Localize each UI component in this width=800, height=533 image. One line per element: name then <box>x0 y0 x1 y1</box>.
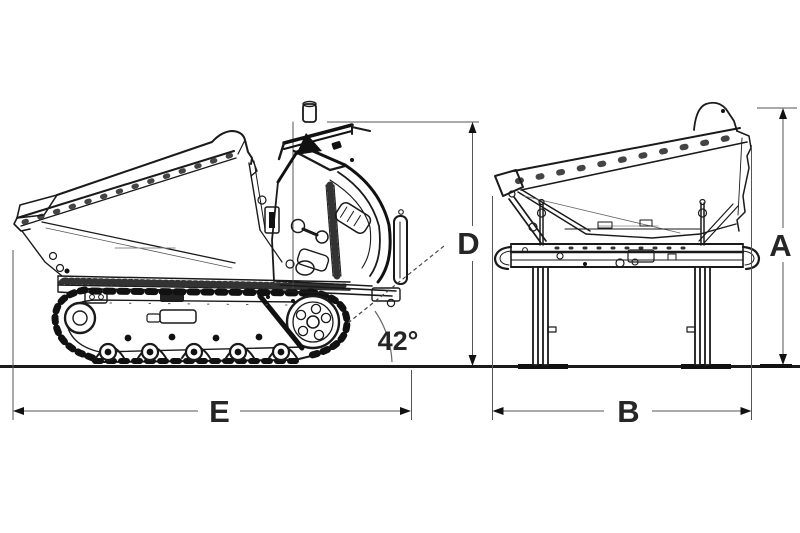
right-leg-base-plate <box>681 364 731 369</box>
dimension-b <box>492 145 752 420</box>
side-view-drawing <box>13 100 408 364</box>
dump-angle-label: 42° <box>378 326 419 356</box>
side-engine-controls <box>257 100 408 308</box>
dimension-d-label: D <box>457 226 479 261</box>
side-skip <box>13 130 283 277</box>
road-wheels <box>95 333 298 362</box>
left-hook <box>493 245 513 271</box>
arrowhead-up <box>468 122 477 133</box>
rear-support-legs <box>532 266 711 366</box>
dump-angle-dashed-line <box>347 245 445 324</box>
arrowhead-left <box>13 407 24 415</box>
dimension-a <box>757 107 797 365</box>
side-track-undercarriage <box>51 286 351 364</box>
rear-skip <box>494 101 752 239</box>
rear-view-drawing <box>493 101 761 366</box>
arrowhead-right <box>400 407 411 415</box>
right-leg-pin <box>686 326 696 333</box>
dimension-e-label: E <box>209 394 229 429</box>
left-leg-base-plate <box>518 364 568 369</box>
arrowhead-up <box>779 108 787 119</box>
angle-annotation <box>347 245 445 363</box>
dimension-d <box>327 121 479 366</box>
arrowhead-right <box>740 407 752 415</box>
dimension-b-label: B <box>617 394 638 429</box>
rear-chassis-frame <box>493 243 761 271</box>
rear-hoist-rods <box>508 196 739 246</box>
ground-line <box>0 364 800 369</box>
left-leg-pin <box>547 326 557 333</box>
dimension-a-label: A <box>769 228 791 263</box>
arrowhead-left <box>492 407 504 415</box>
arrowhead-down <box>779 354 787 365</box>
right-hook <box>741 245 761 271</box>
arrowhead-down <box>468 355 477 366</box>
dump-angle-arc <box>374 310 393 363</box>
dimension-e <box>12 250 412 420</box>
